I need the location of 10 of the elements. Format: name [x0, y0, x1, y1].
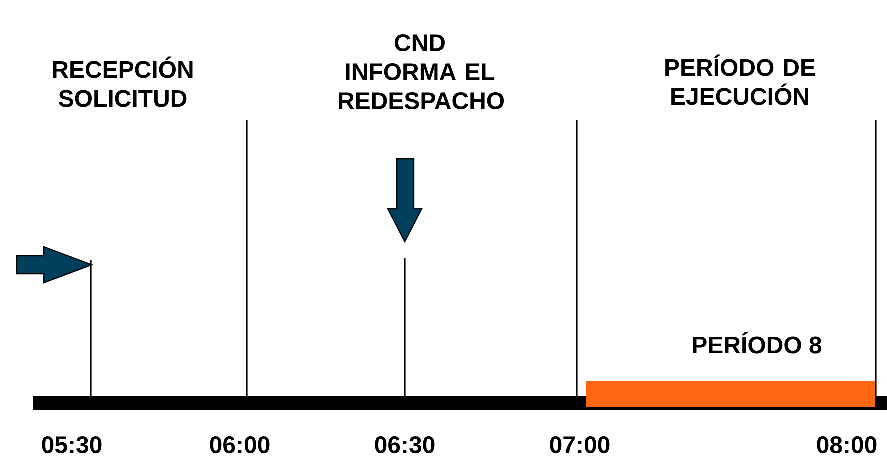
time-label: 05:30 — [42, 436, 102, 454]
time-label: 06:30 — [375, 436, 435, 454]
period-label: PERÍODO 8 — [693, 332, 822, 354]
time-label: 06:00 — [210, 436, 270, 454]
period-bar — [586, 381, 875, 407]
heading-text: RECEPCIÓN SOLICITUD — [53, 56, 193, 108]
heading-text: PERÍODO DE EJECUCIÓN — [666, 54, 816, 106]
time-label: 08:00 — [817, 436, 877, 454]
heading-text: CND INFORMA EL REDESPACHO — [339, 34, 504, 110]
time-label: 07:00 — [550, 436, 610, 454]
